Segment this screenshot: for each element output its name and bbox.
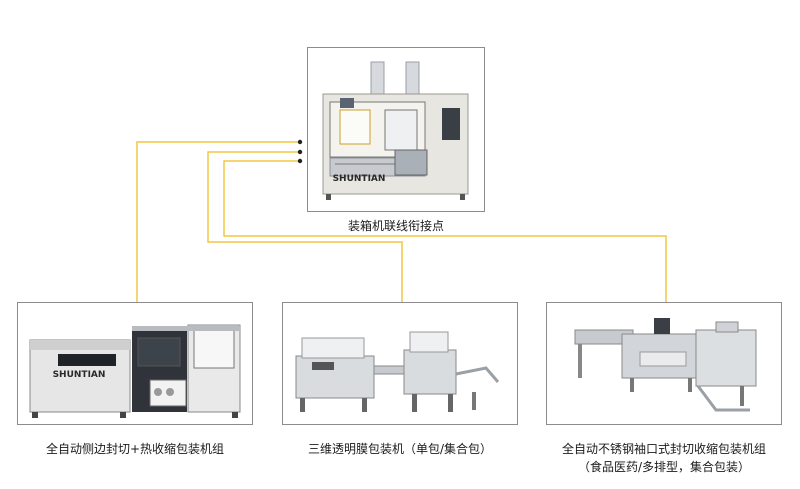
top-machine-brand: SHUNTIAN bbox=[332, 174, 386, 184]
side-seal-caption: 全自动侧边封切+热收缩包装机组 bbox=[45, 442, 225, 456]
connector-line-1 bbox=[136, 141, 300, 302]
connection-point-1 bbox=[297, 139, 303, 145]
connector-line-3 bbox=[223, 160, 667, 302]
connection-point-3 bbox=[297, 158, 303, 164]
cellophane-caption: 三维透明膜包装机（单包/集合包） bbox=[307, 442, 493, 456]
connection-point-2 bbox=[297, 149, 303, 155]
side-seal-brand: SHUNTIAN bbox=[52, 370, 106, 380]
top-machine-caption: 装箱机联线衔接点 bbox=[347, 219, 444, 233]
sleeve-seal-caption-line-1: 全自动不锈钢袖口式封切收缩包装机组 bbox=[561, 442, 766, 456]
connector-line-2 bbox=[207, 151, 403, 302]
sleeve-seal-caption-line-2: （食品医药/多排型，集合包装） bbox=[577, 460, 751, 474]
